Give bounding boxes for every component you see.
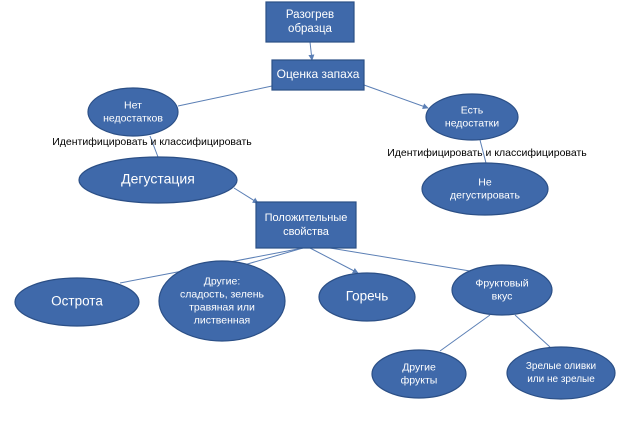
- node-box: [255, 201, 357, 249]
- node-label-line: Другие: [402, 361, 436, 373]
- node-label-line: Разогрев: [286, 9, 334, 21]
- node-ellipse: [158, 260, 286, 342]
- node-label-line: Есть: [461, 104, 484, 116]
- edge-pos-fruity: [329, 247, 471, 272]
- edge-smell-hasdefects: [363, 84, 429, 110]
- edge-hasdefects-no: [479, 139, 487, 164]
- edge-pos-other: [243, 247, 304, 266]
- node-bitterness: Горечь: [318, 272, 416, 322]
- node-ellipse: [87, 87, 179, 137]
- node-label-line: Зрелые оливки: [526, 361, 596, 372]
- node-label-line: Острота: [51, 294, 103, 309]
- edge-nodefects-tasting: [149, 135, 159, 158]
- node-label-line: Горечь: [346, 289, 389, 304]
- node-label-line: сладость, зелень: [180, 288, 264, 300]
- node-ellipse: [506, 346, 616, 400]
- node-tasting: Дегустация: [78, 156, 238, 204]
- node-box: [265, 1, 355, 43]
- edge-smell-nodefects: [177, 85, 273, 107]
- node-ellipse: [371, 349, 467, 399]
- edge-fruity-others: [439, 314, 491, 352]
- node-ellipse: [78, 156, 238, 204]
- edge-fruity-olives: [514, 314, 551, 348]
- node-label-line: недостатков: [103, 112, 163, 124]
- node-label-line: лиственная: [194, 314, 250, 326]
- edge-heat-smell: [308, 41, 315, 61]
- node-label-line: образца: [288, 23, 333, 35]
- diagram-notes: Идентифицировать и классифицироватьИдент…: [52, 136, 587, 159]
- node-label-line: Другие:: [204, 275, 241, 287]
- note-identify-right: Идентифицировать и классифицировать: [387, 147, 587, 159]
- node-label-line: дегустировать: [450, 189, 520, 201]
- node-label-line: Нет: [124, 99, 142, 111]
- node-label-line: Положительные: [265, 212, 348, 224]
- node-label-line: Не: [478, 176, 492, 188]
- node-label-line: фрукты: [401, 374, 438, 386]
- node-ellipse: [421, 162, 549, 216]
- node-label-line: или не зрелые: [527, 374, 595, 385]
- node-sharpness: Острота: [14, 277, 140, 327]
- node-label-line: Фруктовый: [475, 277, 528, 289]
- node-olives: Зрелые оливки или не зрелые: [506, 346, 616, 400]
- edge-pos-bitter: [309, 247, 359, 274]
- node-ellipse: [318, 272, 416, 322]
- edge-tasting-positive: [233, 187, 259, 204]
- node-box: [271, 59, 365, 91]
- node-label-line: травяная или: [189, 301, 255, 313]
- node-label-line: вкус: [492, 290, 513, 302]
- node-heat-sample: Разогрев образца: [265, 1, 355, 43]
- node-ellipse: [14, 277, 140, 327]
- node-label-line: свойства: [283, 226, 330, 238]
- node-positive: Положительные свойства: [255, 201, 357, 249]
- node-ellipse: [451, 264, 553, 316]
- node-ellipse: [425, 93, 519, 141]
- node-smell-eval: Оценка запаха: [271, 59, 365, 91]
- node-label-line: Дегустация: [121, 171, 195, 187]
- node-label-line: Оценка запаха: [277, 67, 360, 81]
- note-identify-left: Идентифицировать и классифицировать: [52, 136, 252, 148]
- node-label-line: недостатки: [445, 117, 499, 129]
